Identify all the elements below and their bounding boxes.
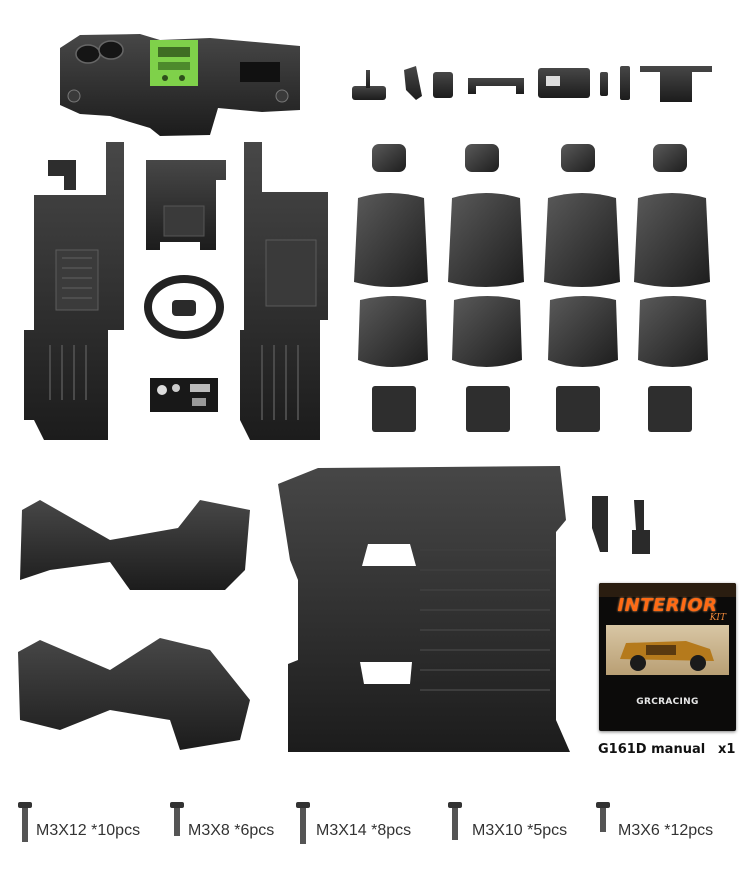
left-floor-panel	[24, 142, 124, 440]
screw-label: M3X12 *10pcs	[36, 822, 141, 839]
screw-icon	[170, 802, 184, 836]
steering-wheel	[144, 275, 224, 339]
manual-top-strip	[599, 583, 736, 597]
front-wheel-arch	[20, 500, 250, 590]
seat-headrest	[372, 144, 687, 172]
right-floor-panel	[240, 142, 328, 440]
seat-cushion	[358, 296, 708, 367]
screw-label: M3X8 *6pcs	[188, 822, 275, 839]
screw-label: M3X14 *8pcs	[316, 822, 412, 839]
small-lever	[600, 72, 608, 96]
screw-icon	[448, 802, 462, 840]
screw-icon	[18, 802, 32, 842]
manual-cover-subtitle: KIT	[709, 613, 726, 623]
small-accessories-row	[352, 66, 712, 102]
shift-lever	[404, 66, 422, 100]
handbrake-lever	[592, 496, 650, 554]
screw-label: M3X10 *5pcs	[472, 822, 568, 839]
main-floor-tub	[278, 466, 570, 752]
manual-cover-brand: GRCRACING	[636, 697, 699, 707]
screw-list: M3X12 *10pcs M3X8 *6pcs M3X14 *8pcs M3X1…	[0, 796, 750, 846]
cup-holder	[433, 72, 453, 98]
seat-back	[354, 193, 710, 287]
screw-icon	[296, 802, 310, 844]
center-console-box	[538, 68, 590, 98]
manual-caption: G161D manual	[598, 742, 706, 757]
center-console-part	[146, 160, 226, 250]
manual-quantity: x1	[718, 742, 736, 757]
manual-cover-truck-photo	[606, 625, 729, 675]
screw-icon	[596, 802, 610, 832]
dashboard-part	[60, 34, 300, 136]
rear-view-mirror	[352, 86, 386, 100]
pedal-assembly	[640, 66, 712, 102]
rear-wheel-arch	[18, 638, 250, 750]
screw-label: M3X6 *12pcs	[618, 822, 714, 839]
manual-cover-title: INTERIOR	[617, 595, 718, 616]
manual-cover: INTERIOR KIT GRCRACING	[599, 583, 736, 731]
dash-decal-sheet	[150, 378, 218, 412]
grab-handle	[468, 78, 524, 94]
seat-mount	[372, 386, 692, 432]
small-bracket	[48, 160, 76, 190]
seat-set	[354, 144, 710, 432]
